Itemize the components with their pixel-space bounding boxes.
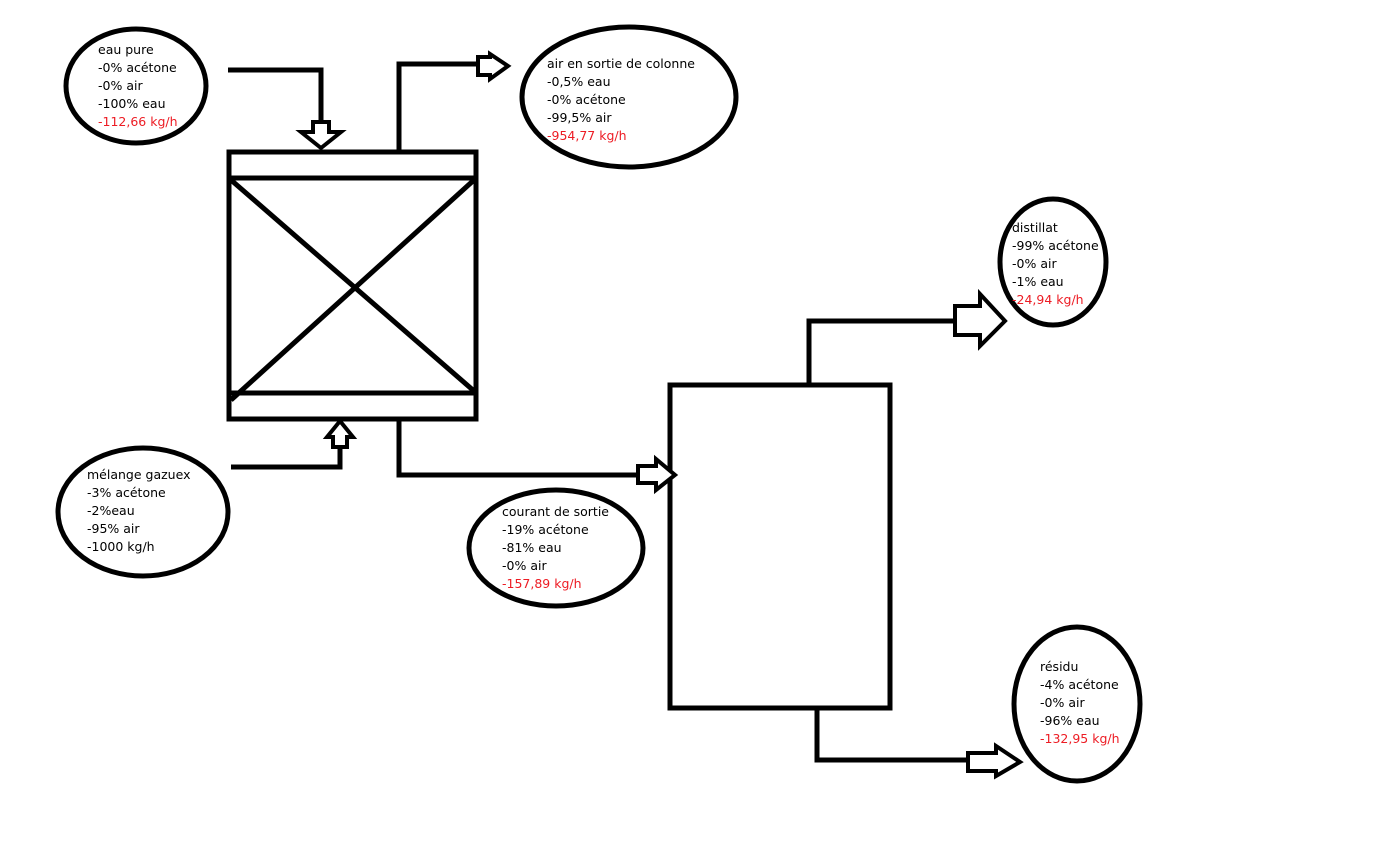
water-feed-line xyxy=(228,67,347,151)
distillation-column xyxy=(667,382,893,711)
label-distillat: distillat -99% acétone -0% air -1% eau -… xyxy=(1012,220,1099,307)
distillate-line xyxy=(806,288,1008,385)
label-air-sortie: air en sortie de colonne -0,5% eau -0% a… xyxy=(547,56,695,143)
stream-flow: -1000 kg/h xyxy=(87,539,155,554)
stream-component: -1% eau xyxy=(1012,274,1064,289)
arrow-down-icon xyxy=(295,120,347,151)
stream-bubble-air-sortie xyxy=(519,24,739,170)
stream-flow: -132,95 kg/h xyxy=(1040,731,1120,746)
stream-bubble-distillat xyxy=(997,196,1109,328)
label-courant: courant de sortie -19% acétone -81% eau … xyxy=(502,504,609,591)
stream-title: air en sortie de colonne xyxy=(547,56,695,71)
stream-component: -0% air xyxy=(1012,256,1057,271)
stream-flow: -157,89 kg/h xyxy=(502,576,582,591)
arrow-right-icon xyxy=(966,742,1024,780)
arrow-right-icon xyxy=(953,288,1008,351)
stream-component: -19% acétone xyxy=(502,522,589,537)
stream-title: distillat xyxy=(1012,220,1058,235)
stream-flow: -24,94 kg/h xyxy=(1012,292,1084,307)
gas-feed-line xyxy=(231,417,358,470)
stream-component: -0% acétone xyxy=(98,60,177,75)
stream-bubble-melange xyxy=(55,445,231,579)
liquid-outlet-line xyxy=(396,419,679,495)
stream-component: -4% acétone xyxy=(1040,677,1119,692)
stream-component: -95% air xyxy=(87,521,140,536)
label-eau-pure: eau pure -0% acétone -0% air -100% eau -… xyxy=(98,42,178,129)
stream-component: -0% air xyxy=(98,78,143,93)
stream-component: -2%eau xyxy=(87,503,135,518)
stream-bubble-courant xyxy=(466,487,646,609)
stream-component: -100% eau xyxy=(98,96,166,111)
stream-component: -0% air xyxy=(1040,695,1085,710)
stream-component: -99% acétone xyxy=(1012,238,1099,253)
stream-bubble-residu xyxy=(1011,624,1143,784)
stream-title: courant de sortie xyxy=(502,504,609,519)
stream-component: -99,5% air xyxy=(547,110,612,125)
residue-line xyxy=(814,708,1024,780)
stream-component: -96% eau xyxy=(1040,713,1100,728)
stream-flow: -112,66 kg/h xyxy=(98,114,178,129)
stream-title: mélange gazuex xyxy=(87,467,190,482)
stream-title: eau pure xyxy=(98,42,154,57)
stream-component: -0% acétone xyxy=(547,92,626,107)
stream-bubble-eau-pure xyxy=(63,26,209,146)
stream-component: -3% acétone xyxy=(87,485,166,500)
stream-component: -81% eau xyxy=(502,540,562,555)
label-melange: mélange gazuex -3% acétone -2%eau -95% a… xyxy=(87,467,190,554)
stream-component: -0,5% eau xyxy=(547,74,611,89)
arrow-right-icon xyxy=(636,454,679,495)
arrow-right-icon xyxy=(476,50,512,83)
stream-title: résidu xyxy=(1040,659,1078,674)
stream-flow: -954,77 kg/h xyxy=(547,128,627,143)
stream-component: -0% air xyxy=(502,558,547,573)
absorption-column xyxy=(226,149,479,422)
air-outlet-line xyxy=(396,50,512,152)
arrow-up-icon xyxy=(322,417,358,449)
label-residu: résidu -4% acétone -0% air -96% eau -132… xyxy=(1040,659,1120,746)
